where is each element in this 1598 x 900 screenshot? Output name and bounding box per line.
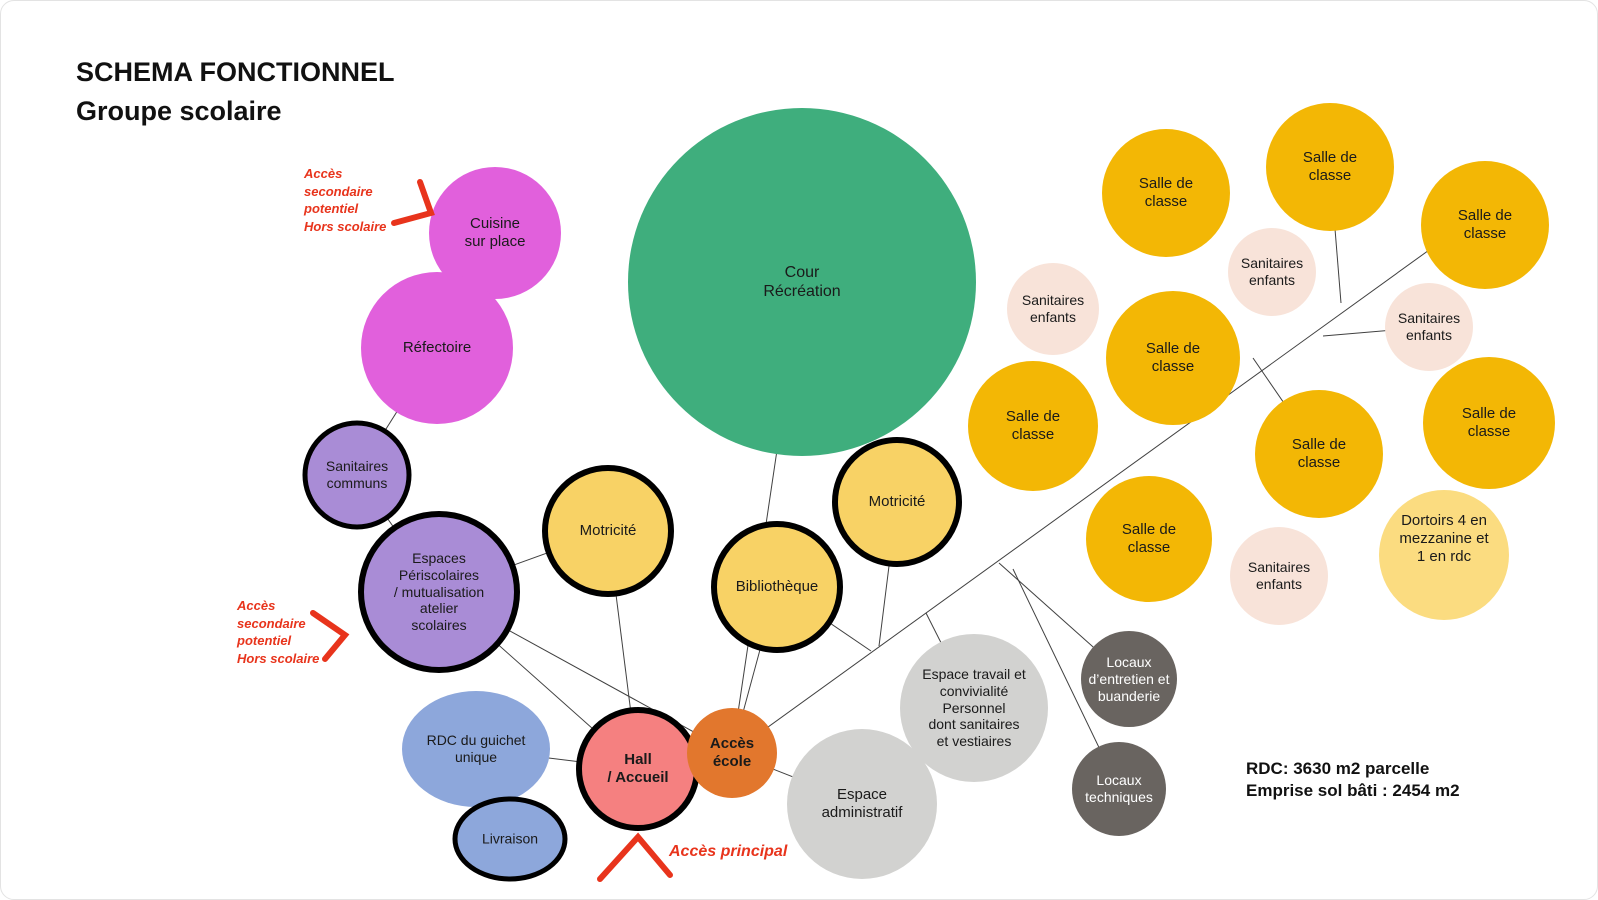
node-locaux-entretien <box>1081 631 1177 727</box>
annotation-acces-secondaire-haut: Accès secondaire potentiel Hors scolaire <box>304 166 387 234</box>
page-title: SCHEMA FONCTIONNEL Groupe scolaire <box>76 53 395 131</box>
node-salle-classe-4 <box>1106 291 1240 425</box>
node-rdc-guichet-unique <box>402 691 550 807</box>
surface-info-line1: RDC: 3630 m2 parcelle <box>1246 759 1430 778</box>
node-dortoirs <box>1379 490 1509 620</box>
node-salle-classe-3 <box>1421 161 1549 289</box>
node-salle-classe-1 <box>1102 129 1230 257</box>
node-cour-recreation <box>628 108 976 456</box>
node-acces-ecole <box>687 708 777 798</box>
node-salle-classe-6 <box>1255 390 1383 518</box>
node-salle-classe-8 <box>1423 357 1555 489</box>
node-motricite-1 <box>542 465 674 597</box>
annotation-acces-secondaire-gauche: Accès secondaire potentiel Hors scolaire <box>237 598 320 666</box>
node-motricite-2 <box>832 437 962 567</box>
annotation-acces-principal: Accès principal <box>669 843 788 860</box>
node-livraison <box>452 796 568 882</box>
chevron-acces-secondaire-haut <box>391 179 435 226</box>
chevron-acces-principal <box>597 832 673 882</box>
node-sanitaires-communs <box>302 420 412 530</box>
node-locaux-techniques <box>1072 742 1166 836</box>
node-espaces-periscolaires <box>358 511 520 673</box>
node-sanitaires-enfants-1 <box>1007 263 1099 355</box>
node-salle-classe-2 <box>1266 103 1394 231</box>
surface-info: RDC: 3630 m2 parcelle Emprise sol bâti :… <box>1246 758 1460 803</box>
page-title-line2: Groupe scolaire <box>76 96 282 127</box>
node-sanitaires-enfants-2 <box>1228 228 1316 316</box>
node-sanitaires-enfants-4 <box>1230 527 1328 625</box>
surface-info-line2: Emprise sol bâti : 2454 m2 <box>1246 781 1460 801</box>
node-sanitaires-enfants-3 <box>1385 283 1473 371</box>
node-salle-classe-7 <box>1086 476 1212 602</box>
node-refectoire <box>361 272 513 424</box>
edge-spine-acces-ecole--classes <box>731 226 1462 754</box>
page-title-line1: SCHEMA FONCTIONNEL <box>76 57 395 87</box>
node-cuisine-sur-place <box>429 167 561 299</box>
node-bibliotheque <box>711 521 843 653</box>
node-salle-classe-5 <box>968 361 1098 491</box>
node-hall-accueil <box>576 707 700 831</box>
chevron-acces-secondaire-gauche <box>310 610 350 662</box>
node-espace-administratif <box>787 729 937 879</box>
node-espace-travail <box>900 634 1048 782</box>
